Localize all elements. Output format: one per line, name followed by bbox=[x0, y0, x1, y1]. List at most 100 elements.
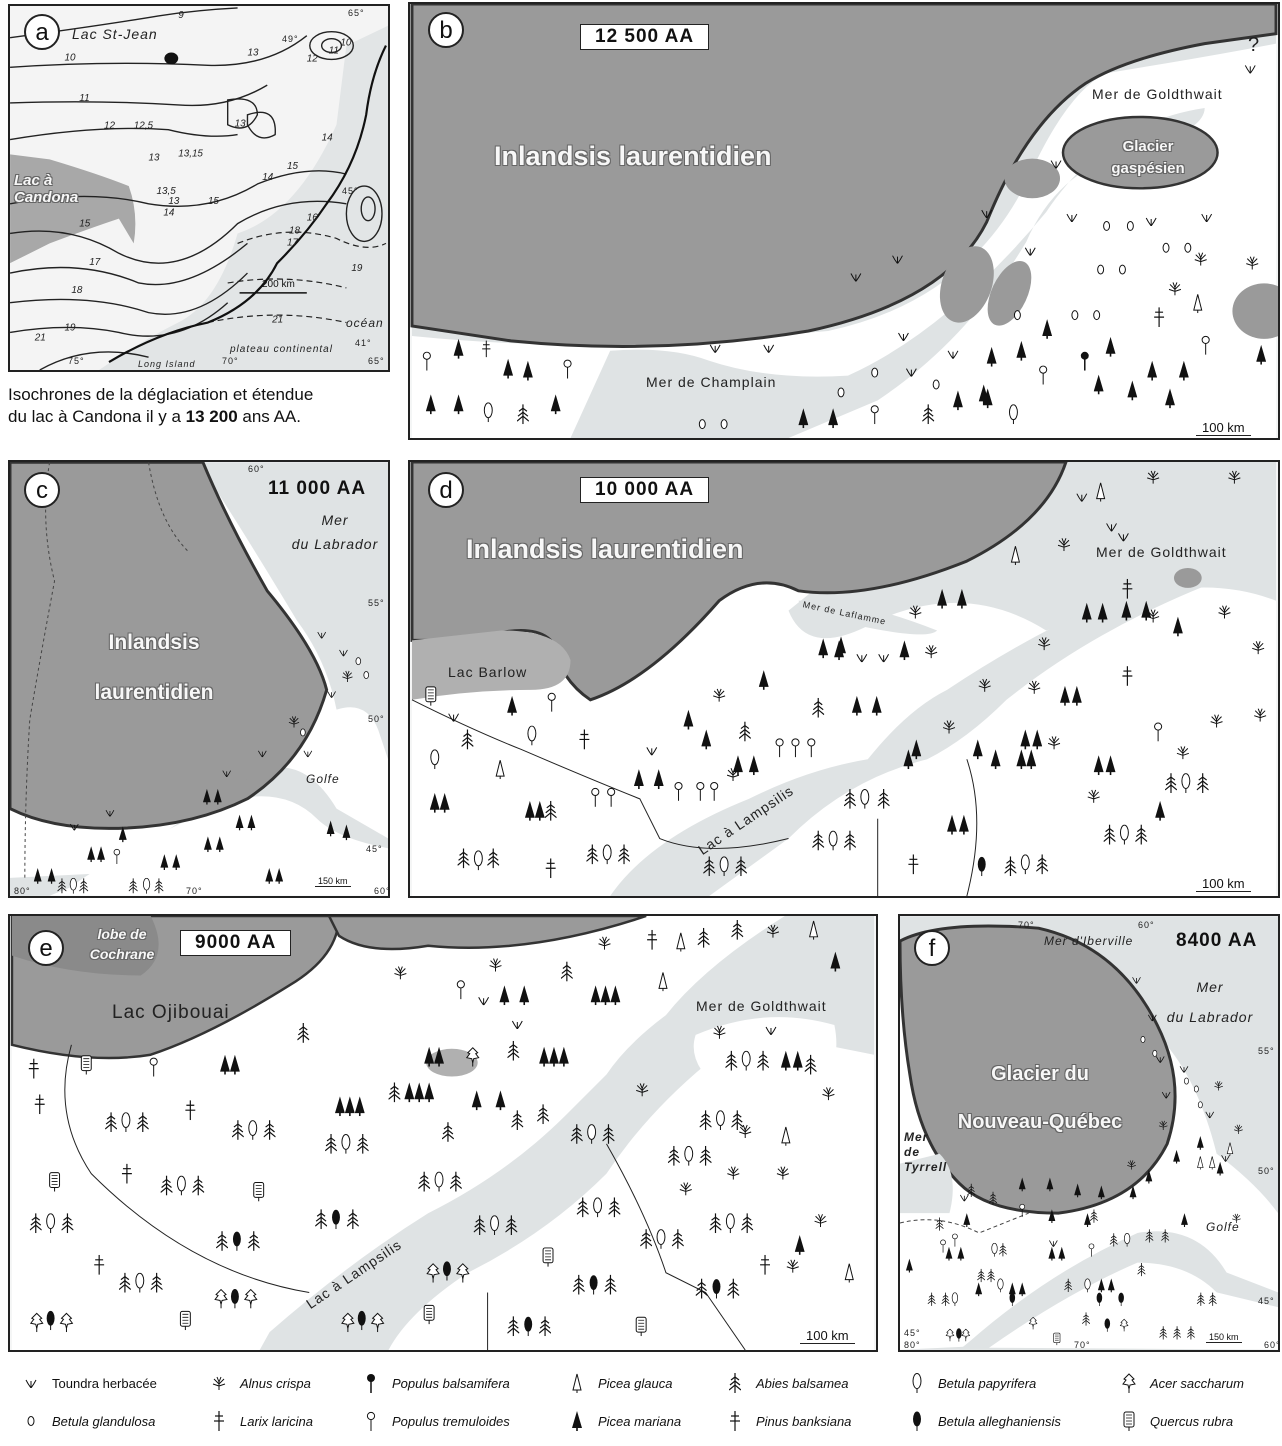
gland-icon bbox=[300, 728, 306, 737]
caption-line1: Isochrones de la déglaciation et étendue bbox=[8, 385, 314, 404]
coord-70: 70° bbox=[222, 356, 239, 366]
isochrone-label: 15 bbox=[208, 196, 219, 207]
panel-label-f: f bbox=[914, 930, 950, 966]
quercus-icon bbox=[1123, 1411, 1135, 1431]
pinus-icon bbox=[729, 1411, 741, 1431]
populus-balsamifera-icon bbox=[366, 1373, 376, 1393]
lac-barlow-area bbox=[411, 630, 571, 700]
picea-mariana-icon bbox=[572, 1411, 582, 1431]
lac-barlow-d: Lac Barlow bbox=[448, 664, 528, 680]
betula-glandulosa-icon bbox=[27, 1416, 35, 1426]
isochrone-label: 18 bbox=[289, 225, 300, 236]
legend-label: Quercus rubra bbox=[1150, 1414, 1234, 1429]
isochrone-label: 15 bbox=[79, 219, 90, 230]
isochrone-label: 12 bbox=[104, 121, 115, 132]
isochrone-label: 10 bbox=[340, 38, 351, 49]
ice-title-d: Inlandsis laurentidien bbox=[466, 534, 744, 564]
legend-label: Acer saccharum bbox=[1150, 1376, 1244, 1391]
legend-label: Betula papyrifera bbox=[938, 1376, 1037, 1391]
coord-f-55: 55° bbox=[1258, 1046, 1275, 1056]
gland-icon bbox=[837, 387, 845, 398]
isochrone-label: 19 bbox=[64, 322, 75, 333]
gland-icon bbox=[1197, 1101, 1203, 1109]
betula-alleghaniensis-icon bbox=[912, 1411, 922, 1431]
coord-f-50: 50° bbox=[1258, 1166, 1275, 1176]
isochrone-label: 17 bbox=[89, 257, 100, 268]
isochrone-label: 9 bbox=[178, 10, 184, 21]
coord-49: 49° bbox=[282, 34, 299, 44]
legend-label: Abies balsamea bbox=[756, 1376, 849, 1391]
ice-sheet-c bbox=[10, 462, 329, 830]
glacier-gaspesien bbox=[1061, 115, 1219, 190]
gland-icon bbox=[355, 657, 362, 666]
map-f-svg bbox=[900, 916, 1278, 1350]
coord-f-70: 70° bbox=[1018, 920, 1035, 930]
gland-icon bbox=[363, 671, 370, 680]
glacier-nouveau-quebec bbox=[900, 924, 1177, 1215]
legend-label: Populus tremuloides bbox=[392, 1414, 510, 1429]
isochrone-label: 18 bbox=[71, 285, 82, 296]
date-c: 11 000 AA bbox=[268, 478, 367, 499]
gland-icon bbox=[1162, 242, 1170, 253]
isochrone-label: 19 bbox=[351, 263, 362, 274]
st-lawrence-e bbox=[259, 916, 875, 1350]
gland-icon bbox=[1184, 242, 1192, 253]
coord-65-top: 65° bbox=[348, 8, 365, 18]
lac-st-jean-label: Lac St-Jean bbox=[72, 26, 158, 42]
acer-icon bbox=[1122, 1373, 1136, 1393]
legend-label: Larix laricina bbox=[240, 1414, 313, 1429]
plateau-label: plateau continental bbox=[230, 344, 333, 355]
coord-c-60: 60° bbox=[248, 464, 265, 474]
mer-goldthwait-b: Mer de Goldthwait bbox=[1092, 86, 1223, 102]
mer-goldthwait-e: Mer de Goldthwait bbox=[696, 998, 827, 1014]
gland-icon bbox=[698, 419, 706, 430]
date-e: 9000 AA bbox=[180, 930, 292, 956]
legend-label: Betula glandulosa bbox=[52, 1414, 156, 1429]
golfe-c: Golfe bbox=[306, 772, 340, 786]
question-mark-b: ? bbox=[1248, 34, 1261, 56]
panel-label-b: b bbox=[428, 12, 464, 48]
isochrone-label: 12 bbox=[307, 53, 318, 64]
isochrone-label: 13 bbox=[235, 119, 246, 130]
populus-tremuloides-icon bbox=[366, 1411, 376, 1431]
panel-label-e: e bbox=[28, 930, 64, 966]
date-d: 10 000 AA bbox=[580, 477, 710, 503]
isochrone-label: 21 bbox=[34, 332, 46, 343]
gland-icon bbox=[1093, 310, 1101, 321]
legend-label: Pinus banksiana bbox=[756, 1414, 852, 1429]
scale-c: 150 km bbox=[315, 876, 351, 887]
legend-label: Populus balsamifera bbox=[392, 1376, 510, 1391]
caption-line2: du lac à Candona il y a 13 200 ans AA. bbox=[8, 407, 301, 426]
isochrone-label: 13,5 bbox=[156, 186, 176, 197]
isochrone-label: 13 bbox=[168, 196, 179, 207]
panel-d-map: d 10 000 AA Inlandsis laurentidien Mer d… bbox=[408, 460, 1280, 898]
isochrone-label: 13 bbox=[149, 152, 160, 163]
lac-candona-area bbox=[10, 154, 136, 264]
map-d-svg bbox=[410, 462, 1277, 896]
isochrone-label: 12,5 bbox=[134, 121, 154, 132]
ice-sheet-b bbox=[410, 4, 1278, 348]
scale-b: 100 km bbox=[1196, 420, 1251, 436]
legend-label: Betula alleghaniensis bbox=[938, 1414, 1061, 1429]
gland-icon bbox=[720, 419, 728, 430]
panel-label-c: c bbox=[24, 472, 60, 508]
coord-45: 45° bbox=[342, 186, 359, 196]
coastline bbox=[108, 45, 387, 364]
coord-65-bottom: 65° bbox=[368, 356, 385, 366]
date-b: 12 500 AA bbox=[580, 24, 710, 50]
gland-icon bbox=[1103, 221, 1111, 231]
coord-c-60b: 60° bbox=[374, 886, 390, 896]
coord-c-70: 70° bbox=[186, 886, 203, 896]
mer-champlain-b: Mer de Champlain bbox=[646, 374, 777, 390]
isochrone-label: 10 bbox=[64, 52, 75, 63]
